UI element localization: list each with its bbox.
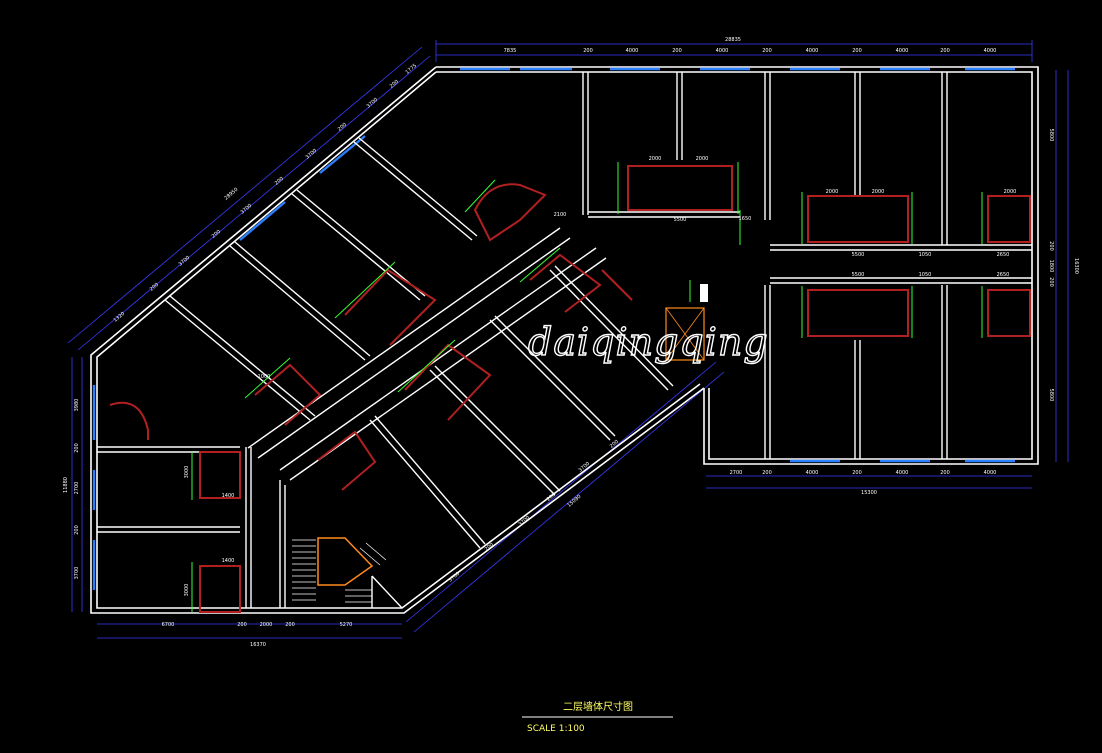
dim-right-seg: 200: [1048, 277, 1054, 287]
dim-top-seg: 4000: [896, 48, 909, 54]
dim-bottom-right-seg: 4000: [984, 470, 997, 476]
room-label: 1400: [222, 493, 235, 499]
annotation-ticks: [191, 162, 983, 612]
dim-left-seg: 200: [74, 525, 80, 535]
room-label: 2000: [696, 156, 709, 162]
dim-top-seg: 200: [762, 48, 772, 54]
drawing-scale: SCALE 1:100: [527, 724, 585, 734]
room-label: 2100: [554, 212, 567, 218]
dim-diag-upper-seg: 1320: [113, 311, 127, 324]
dim-diag-upper-seg: 3700: [366, 97, 380, 110]
elevator-shaft: [665, 284, 708, 361]
dim-bottom-right-seg: 4000: [806, 470, 819, 476]
dim-diag-lower-seg: 3700: [518, 515, 532, 528]
room-label: 1650: [739, 216, 752, 222]
dim-diag-lower-overall: 15090: [566, 494, 582, 509]
dim-bottom-right-seg: 200: [852, 470, 862, 476]
dim-top-seg: 4000: [716, 48, 729, 54]
room-label: 2000: [1004, 189, 1017, 195]
dimension-texts: 28835 7835 200 4000 200 4000 200 4000 20…: [63, 37, 1079, 648]
dim-right-seg: 5800: [1048, 129, 1054, 142]
dim-left-seg: 2700: [74, 482, 80, 495]
dim-left-seg: 3700: [74, 567, 80, 580]
dim-bottom-left-overall: 16370: [250, 642, 266, 648]
exterior-walls: [90, 66, 1039, 614]
room-label: 2000: [826, 189, 839, 195]
dim-bottom-left-seg: 200: [285, 622, 295, 628]
dim-diag-lower-seg: 200: [484, 542, 495, 553]
room-label: 2650: [997, 252, 1010, 258]
dim-top-seg: 7835: [504, 48, 517, 54]
dim-bottom-left-seg: 6700: [162, 622, 175, 628]
dim-right-seg: 5800: [1048, 389, 1054, 402]
dim-bottom-right-overall: 15300: [861, 490, 877, 496]
room-label: 5500: [674, 217, 687, 223]
dim-bottom-right-seg: 200: [762, 470, 772, 476]
room-label: 5500: [852, 252, 865, 258]
dim-top-seg: 200: [940, 48, 950, 54]
watermark-text: daiqingqing: [528, 320, 769, 364]
dim-top-seg: 4000: [806, 48, 819, 54]
title-block: 二层墙体尺寸图 SCALE 1:100: [522, 700, 673, 734]
dim-top-seg: 4000: [984, 48, 997, 54]
dim-top-seg: 4000: [626, 48, 639, 54]
dim-diag-upper-overall: 28950: [223, 187, 239, 202]
staircase: [292, 537, 387, 603]
room-label: 1050: [919, 252, 932, 258]
dim-right-overall: 16300: [1073, 258, 1079, 274]
room-label: 1000: [258, 374, 271, 380]
dim-left-seg: 200: [74, 443, 80, 453]
dim-diag-upper-seg: 200: [149, 282, 160, 293]
dim-left-seg: 3980: [74, 399, 80, 412]
room-label: 3000: [184, 584, 190, 597]
room-label: 1400: [222, 558, 235, 564]
room-label: 5500: [852, 272, 865, 278]
dim-diag-lower-seg: 200: [609, 439, 620, 450]
dim-bottom-left-seg: 200: [237, 622, 247, 628]
dim-bottom-left-seg: 5270: [340, 622, 353, 628]
dim-bottom-left-seg: 2000: [260, 622, 273, 628]
dim-diag-upper-seg: 3700: [240, 203, 254, 216]
dim-bottom-right-seg: 200: [940, 470, 950, 476]
dim-diag-upper-seg: 1775: [405, 63, 419, 76]
dim-diag-upper-seg: 200: [274, 176, 285, 187]
fixtures: [109, 165, 1031, 613]
room-dimension-texts: 5500 5500 5500 2000 2000 2000 2000 2000 …: [184, 156, 1016, 596]
room-label: 2000: [872, 189, 885, 195]
dim-diag-upper-seg: 3700: [305, 148, 319, 161]
interior-walls: [97, 72, 1032, 609]
dim-top-seg: 200: [583, 48, 593, 54]
dim-diag-upper-seg: 200: [211, 229, 222, 240]
dim-top-overall: 28835: [725, 37, 741, 43]
dim-left-overall: 11880: [63, 477, 69, 493]
dimension-lines: [67, 40, 1069, 639]
dim-diag-upper-seg: 200: [337, 122, 348, 133]
room-label: 1050: [919, 272, 932, 278]
windows: [92, 67, 1015, 590]
dim-right-seg: 1800: [1048, 260, 1054, 273]
room-label: 2000: [649, 156, 662, 162]
dim-right-seg: 200: [1048, 241, 1054, 251]
room-label: 2650: [997, 272, 1010, 278]
dim-bottom-right-seg: 4000: [896, 470, 909, 476]
room-label: 3000: [184, 466, 190, 479]
dim-top-seg: 200: [672, 48, 682, 54]
drawing-title: 二层墙体尺寸图: [563, 700, 633, 713]
dim-diag-lower-seg: 200: [546, 492, 557, 503]
dim-bottom-right-seg: 2700: [730, 470, 743, 476]
dim-diag-upper-seg: 200: [389, 79, 400, 90]
dim-top-seg: 200: [852, 48, 862, 54]
